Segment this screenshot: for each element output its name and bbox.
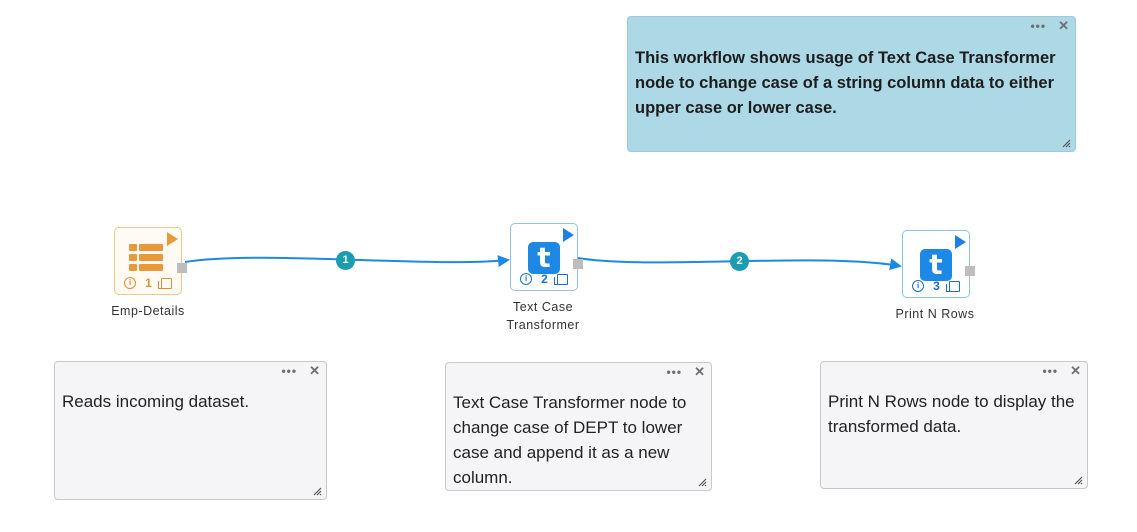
edge-badge-2[interactable]: 2 bbox=[730, 252, 749, 271]
close-icon[interactable]: ✕ bbox=[309, 363, 320, 378]
workflow-description-note[interactable]: ••• ✕ This workflow shows usage of Text … bbox=[627, 16, 1076, 152]
note-text: Reads incoming dataset. bbox=[62, 392, 250, 411]
node-label: Emp-Details bbox=[111, 304, 185, 318]
node-print-n-rows[interactable]: t i 3 bbox=[902, 230, 975, 298]
output-port[interactable] bbox=[573, 259, 583, 269]
note-menu-icon[interactable]: ••• bbox=[666, 365, 683, 379]
note-text-case-transformer[interactable]: ••• ✕ Text Case Transformer node to chan… bbox=[445, 362, 712, 491]
table-source-icon bbox=[129, 244, 163, 271]
output-port[interactable] bbox=[965, 266, 975, 276]
node-number: 3 bbox=[933, 279, 940, 293]
note-text: This workflow shows usage of Text Case T… bbox=[635, 49, 1056, 117]
close-icon[interactable]: ✕ bbox=[694, 364, 705, 379]
t-icon: t bbox=[528, 242, 560, 274]
note-emp-details[interactable]: ••• ✕ Reads incoming dataset. bbox=[54, 361, 327, 500]
node-number: 2 bbox=[541, 272, 548, 286]
node-label: Print N Rows bbox=[895, 307, 975, 321]
resize-handle-icon[interactable] bbox=[697, 477, 707, 487]
play-icon[interactable] bbox=[955, 235, 966, 249]
info-icon[interactable]: i bbox=[520, 273, 533, 285]
close-icon[interactable]: ✕ bbox=[1058, 18, 1069, 33]
note-text: Print N Rows node to display the transfo… bbox=[828, 392, 1075, 436]
output-port[interactable] bbox=[177, 263, 187, 273]
note-menu-icon[interactable]: ••• bbox=[281, 364, 298, 378]
node-number: 1 bbox=[145, 276, 152, 290]
note-menu-icon[interactable]: ••• bbox=[1030, 19, 1047, 33]
node-label: Text Case Transformer bbox=[506, 300, 580, 332]
resize-handle-icon[interactable] bbox=[312, 486, 322, 496]
t-icon: t bbox=[920, 249, 952, 281]
copy-icon[interactable] bbox=[553, 273, 568, 285]
close-icon[interactable]: ✕ bbox=[1070, 363, 1081, 378]
play-icon[interactable] bbox=[167, 232, 178, 246]
node-emp-details[interactable]: i 1 bbox=[114, 227, 187, 295]
copy-icon[interactable] bbox=[945, 280, 960, 292]
note-text: Text Case Transformer node to change cas… bbox=[453, 393, 687, 487]
play-icon[interactable] bbox=[563, 228, 574, 242]
copy-icon[interactable] bbox=[157, 277, 172, 289]
note-menu-icon[interactable]: ••• bbox=[1042, 364, 1059, 378]
info-icon[interactable]: i bbox=[124, 277, 137, 289]
resize-handle-icon[interactable] bbox=[1073, 475, 1083, 485]
node-text-case-transformer[interactable]: t i 2 bbox=[510, 223, 583, 291]
resize-handle-icon[interactable] bbox=[1061, 138, 1071, 148]
edge-badge-1[interactable]: 1 bbox=[336, 251, 355, 270]
info-icon[interactable]: i bbox=[912, 280, 925, 292]
note-print-n-rows[interactable]: ••• ✕ Print N Rows node to display the t… bbox=[820, 361, 1088, 489]
